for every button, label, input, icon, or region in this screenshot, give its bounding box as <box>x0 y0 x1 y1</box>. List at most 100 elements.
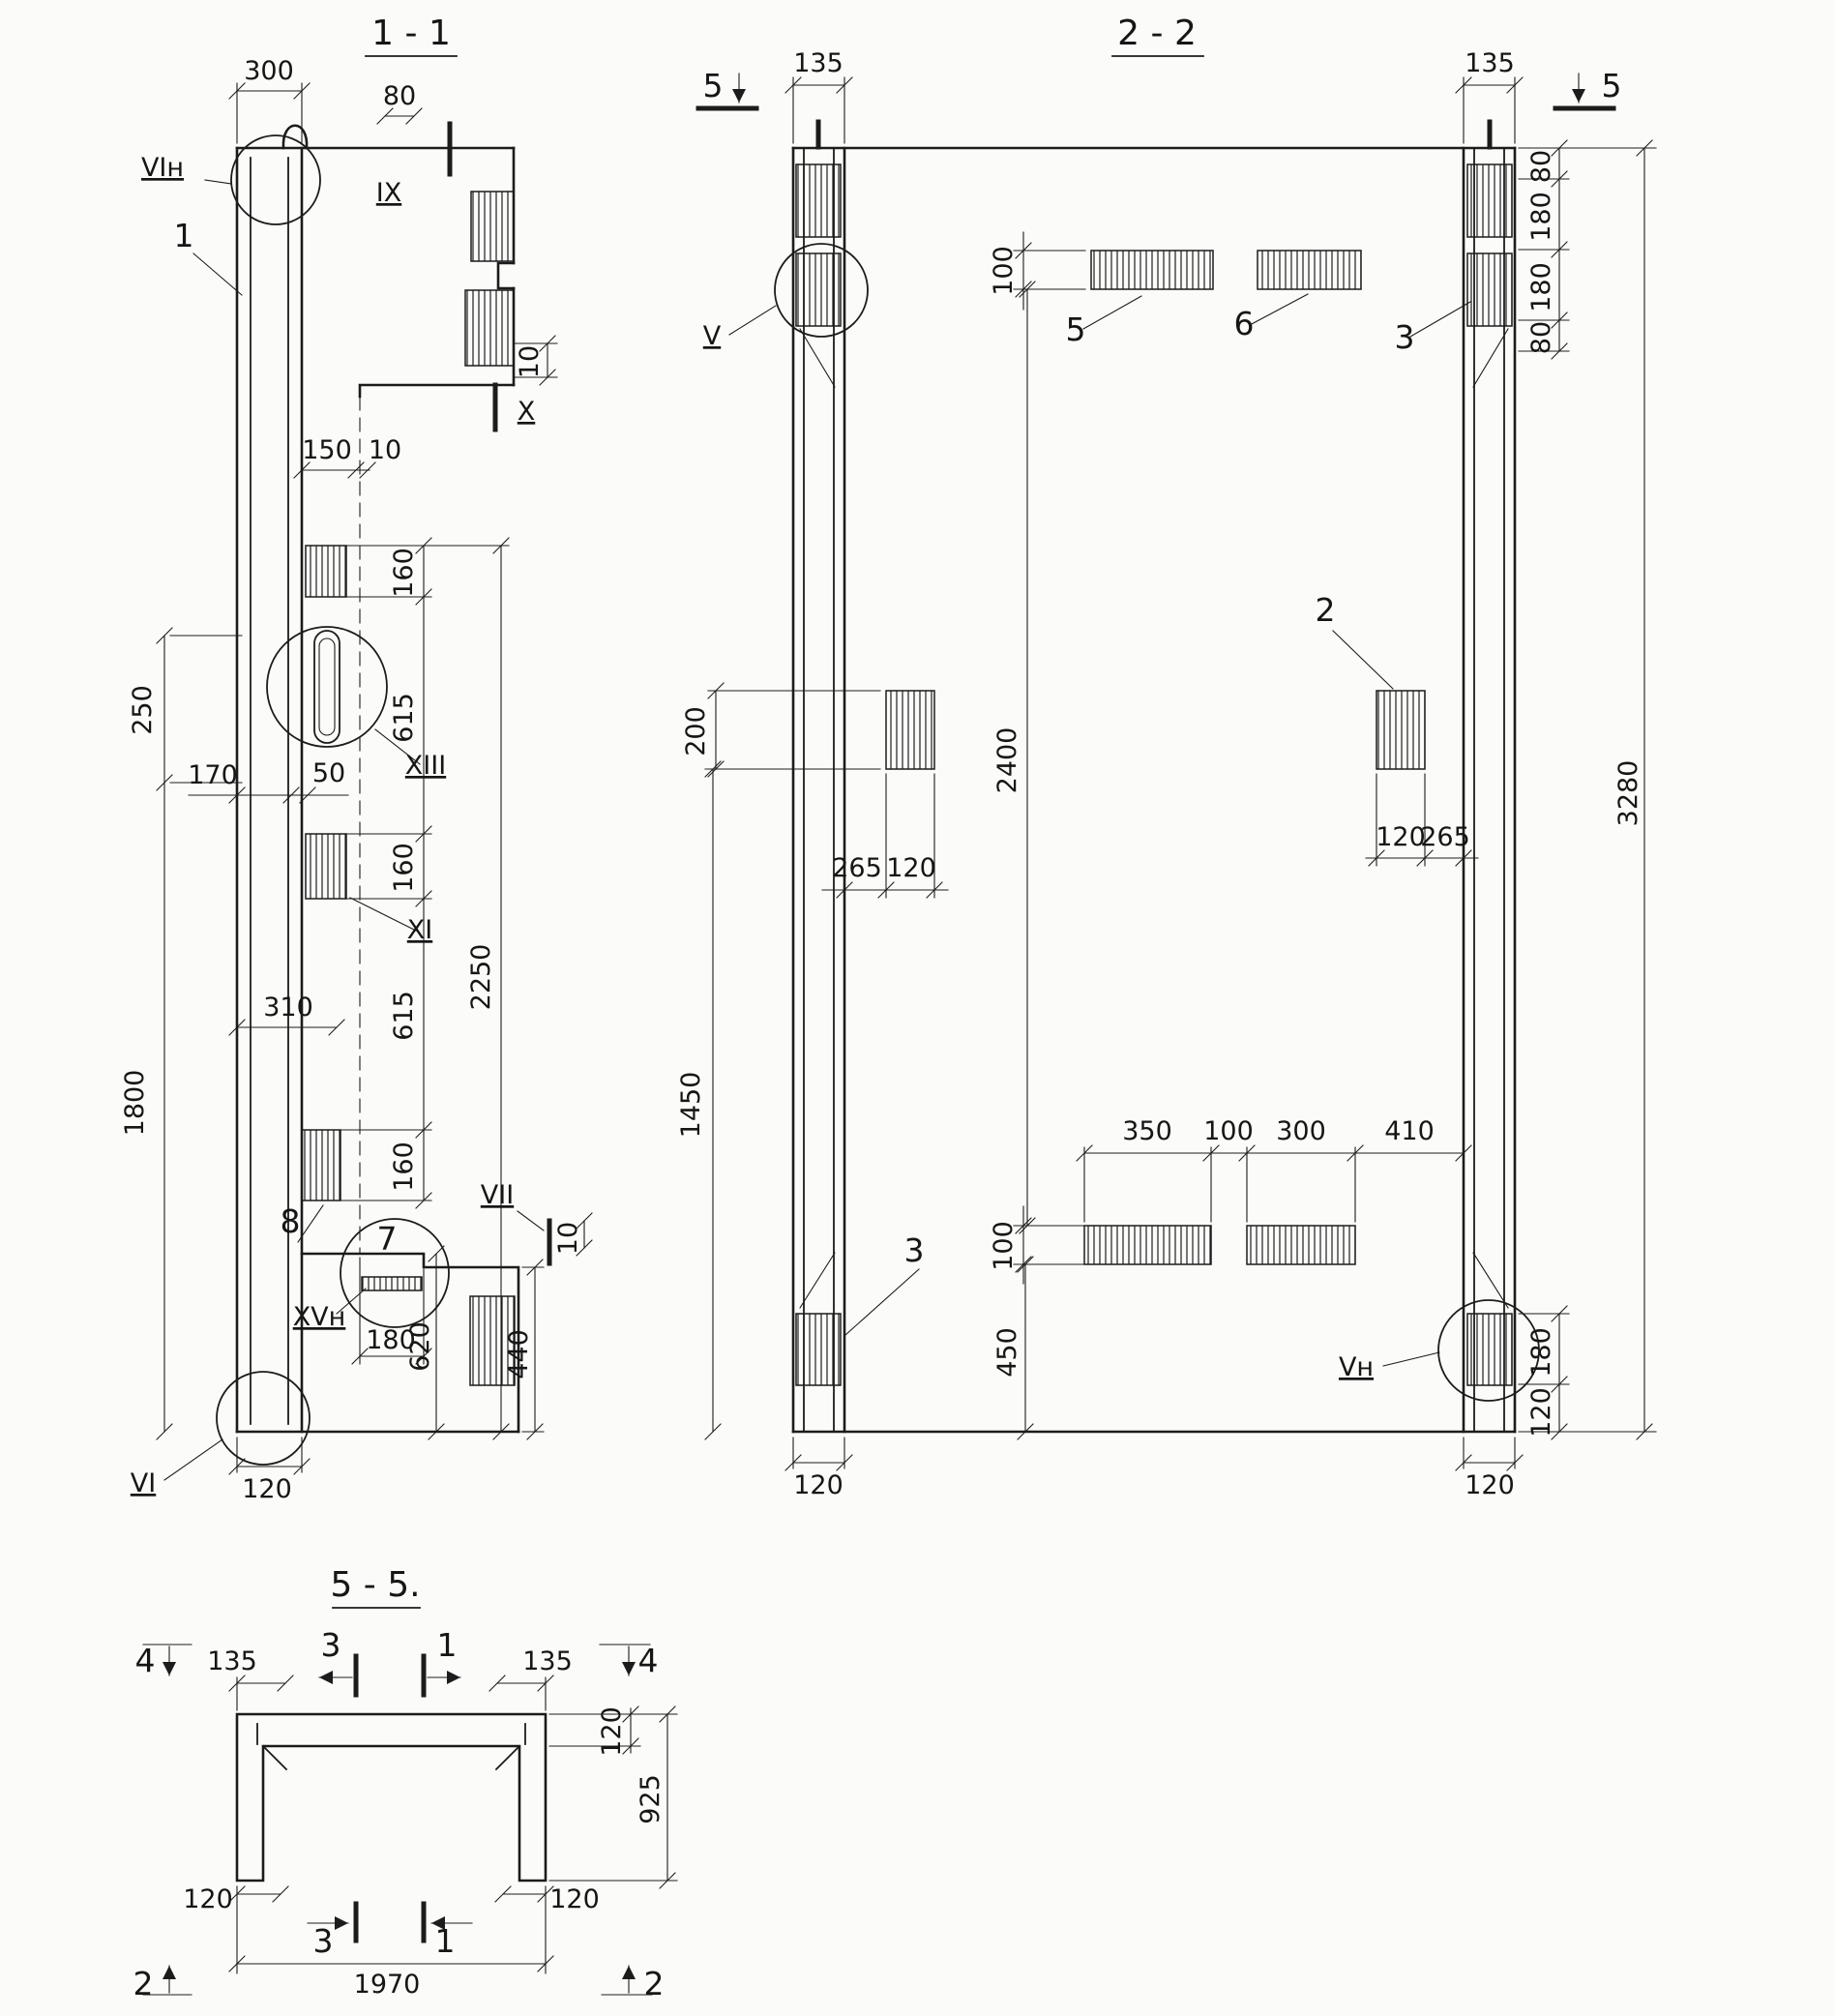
section-2-2: 135135558018018080100563V232802002400265… <box>676 48 1657 1500</box>
dim-615: 615 <box>389 991 419 1041</box>
dim-120: 120 <box>1376 822 1426 852</box>
dim-80: 80 <box>1526 321 1556 354</box>
detail-callout-VI <box>216 1371 311 1466</box>
embed-plate <box>464 289 515 367</box>
ref-X: X <box>518 397 536 427</box>
item-3: 3 <box>1395 318 1415 356</box>
section-2-2-dimensions <box>704 76 1657 1469</box>
section-2-2-rib-walls <box>803 147 1505 1433</box>
section-5-5-dimensions <box>142 1644 678 1996</box>
rib-loop-ticks <box>696 105 1616 150</box>
section-5-5-outline <box>235 1712 548 1883</box>
dim-120: 120 <box>793 1470 844 1500</box>
detail-callout-Vn <box>1437 1299 1540 1402</box>
dim-440: 440 <box>504 1329 534 1379</box>
dim-135: 135 <box>1465 48 1515 78</box>
ref-V: V <box>703 321 722 351</box>
cut-mark-4: 4 <box>638 1642 659 1679</box>
dim-80: 80 <box>1526 150 1556 183</box>
dim-310: 310 <box>263 993 313 1023</box>
dim-2400: 2400 <box>992 727 1022 794</box>
dim-80: 80 <box>383 81 416 111</box>
cut-mark-5: 5 <box>703 67 724 104</box>
dim-160: 160 <box>389 548 419 598</box>
dim-250: 250 <box>128 685 158 735</box>
ref-IX: IX <box>376 178 401 208</box>
ref-XV-n: XVн <box>293 1302 346 1332</box>
ref-VI-n: VIн <box>141 153 184 183</box>
bar-mark-3: 3 <box>321 1626 341 1664</box>
ref-VII: VII <box>481 1180 514 1210</box>
dim-180: 180 <box>1526 262 1556 312</box>
dim-300: 300 <box>244 56 294 86</box>
embed-plate <box>301 1129 341 1201</box>
dim-120: 120 <box>1526 1387 1556 1438</box>
slot-opening-inner <box>318 637 336 736</box>
dim-300: 300 <box>1276 1116 1326 1146</box>
rib-anchor-zone <box>795 1313 842 1386</box>
rib-anchor-zone <box>1466 252 1513 327</box>
slot-opening <box>313 630 340 744</box>
dim-135: 135 <box>522 1646 573 1676</box>
ref-V-n: Vн <box>1339 1352 1374 1382</box>
dim-180: 180 <box>1526 192 1556 242</box>
embed-plate-5 <box>1090 250 1214 290</box>
rib-anchor-zone <box>1466 163 1513 238</box>
dim-1800: 1800 <box>120 1070 150 1137</box>
embed-plate <box>469 1295 516 1386</box>
rib-anchor-zone <box>795 163 842 238</box>
item-3: 3 <box>904 1231 925 1269</box>
item-5: 5 <box>1066 311 1086 348</box>
dim-120: 120 <box>242 1474 292 1504</box>
dim-160: 160 <box>389 1141 419 1192</box>
dim-265: 265 <box>832 853 882 883</box>
ref-VI: VI <box>131 1468 156 1498</box>
rib-anchor-zone <box>795 252 842 327</box>
title-section-2-2: 2 - 2 <box>1117 14 1197 53</box>
embed-plate-6 <box>1257 250 1362 290</box>
ref-XI: XI <box>407 915 432 945</box>
dim-10: 10 <box>369 435 401 465</box>
section-1-1-walls <box>250 157 289 1425</box>
dim-120: 120 <box>597 1706 627 1757</box>
dim-120: 120 <box>183 1884 233 1914</box>
item-2: 2 <box>1316 591 1336 629</box>
dim-120: 120 <box>549 1884 600 1914</box>
bar-mark-3: 3 <box>313 1922 334 1960</box>
cut-mark-2: 2 <box>133 1965 154 2002</box>
cut-and-bar-arrows <box>163 1645 636 1994</box>
title-section-5-5: 5 - 5. <box>330 1565 420 1605</box>
dim-1970: 1970 <box>354 1970 421 2000</box>
title-underlines <box>332 55 1204 1609</box>
detail-callout-VIn <box>230 134 321 225</box>
section-1-1: 30080VIн1IX10X15010160250615XIII17050160… <box>120 56 593 1504</box>
dim-450: 450 <box>992 1327 1022 1378</box>
title-section-1-1: 1 - 1 <box>371 14 451 53</box>
bar-mark-1: 1 <box>437 1626 458 1664</box>
dim-180: 180 <box>1526 1327 1556 1378</box>
embed-plate <box>1246 1225 1356 1265</box>
dim-1450: 1450 <box>676 1072 706 1139</box>
section-1-1-dimensions <box>163 82 585 1481</box>
dim-150: 150 <box>302 435 352 465</box>
embed-plate <box>470 191 515 262</box>
section-2-2-outline <box>791 146 1517 1434</box>
dim-100: 100 <box>1203 1116 1254 1146</box>
embed-plate <box>885 690 935 770</box>
section-cut-arrows <box>732 73 1585 104</box>
detail-callout-V <box>774 243 869 338</box>
dim-925: 925 <box>636 1774 666 1824</box>
cut-mark-4: 4 <box>135 1642 156 1679</box>
bar-mark-1: 1 <box>435 1922 456 1960</box>
item-1: 1 <box>174 217 194 254</box>
dim-620: 620 <box>405 1321 435 1372</box>
lifting-loop <box>281 124 309 150</box>
item-7: 7 <box>377 1220 398 1258</box>
dim-120: 120 <box>1465 1470 1515 1500</box>
dim-135: 135 <box>793 48 844 78</box>
embed-plate-2 <box>1376 690 1426 770</box>
cut-mark-2: 2 <box>644 1965 665 2002</box>
